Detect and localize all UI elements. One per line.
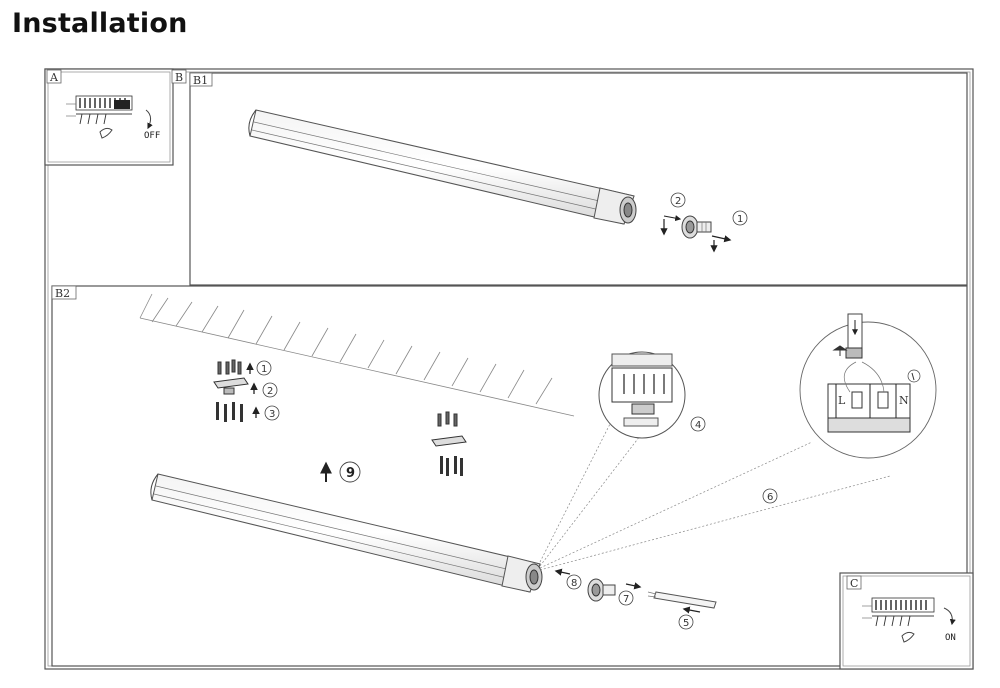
wire-neutral-label: N [899,394,909,407]
b2-luminaire [150,473,543,593]
panel-c: C [839,572,974,670]
mounting-bracket-left [213,359,260,422]
b1-end-cap [681,215,712,239]
wire-live-label: L [838,394,846,407]
b2-callout-4: 4 [690,416,706,432]
b2-callout-9: 9 [320,461,361,483]
ceiling-hatch [139,293,575,417]
svg-text:3: 3 [269,409,275,420]
breaker-switch-off: OFF [66,95,160,141]
b2-callout-5: 5 [678,614,694,630]
page-title: Installation [12,8,188,39]
b2-callout-6: 6 [762,488,778,504]
panel-b1: B1 [189,72,968,286]
panel-c-label: C [850,577,858,590]
b2-end-cap [587,578,616,602]
b1-callout-2: 2 [670,192,686,208]
b2-callout-3: 3 [264,405,280,421]
panel-b2: B2 [51,285,968,667]
panel-a: A [44,68,174,166]
supply-cable [647,591,717,609]
svg-text:7: 7 [623,594,629,605]
detail-terminal-view [539,351,686,567]
svg-text:8: 8 [571,578,577,589]
b2-callout-2: 2 [262,382,278,398]
b1-arrows [660,215,732,253]
detail-wiring-view: L N [539,313,937,571]
b2-callout-7: 7 [618,590,634,606]
panel-b1-label: B1 [193,74,208,87]
panel-b: B [171,69,187,84]
b2-callout-8: 8 [566,574,582,590]
svg-text:1: 1 [261,364,267,375]
svg-text:2: 2 [267,386,273,397]
b1-callout-1: 1 [732,210,748,226]
panel-b-label: B [175,71,183,84]
svg-text:5: 5 [683,618,689,629]
svg-text:9: 9 [346,466,355,481]
svg-text:6: 6 [767,492,773,503]
switch-off-label: OFF [144,131,160,141]
svg-text:2: 2 [675,196,681,207]
b1-luminaire [248,109,637,225]
svg-text:4: 4 [695,420,701,431]
panel-b2-label: B2 [55,287,70,300]
b2-arrows [554,568,701,614]
svg-text:1: 1 [737,214,743,225]
switch-on-label: ON [945,633,956,643]
b2-callout-1: 1 [256,360,272,376]
panel-a-label: A [49,71,59,84]
mounting-bracket-right [431,411,467,476]
breaker-switch-on: ON [862,597,956,643]
